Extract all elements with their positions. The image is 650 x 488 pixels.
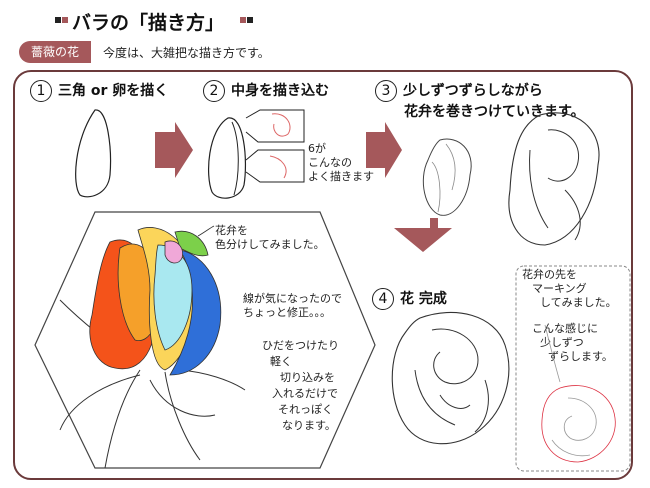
rose-sketch-detail <box>529 129 581 241</box>
step-4-label: 4 花 完成 <box>372 288 447 310</box>
bud-outline <box>207 117 247 199</box>
marking-box <box>515 265 631 472</box>
note-shift: こんな感じに 少しずつ ずらします。 <box>532 322 613 364</box>
step-number: 2 <box>203 80 225 102</box>
step-text: 三角 or 卵を描く <box>58 83 169 99</box>
note-line: ちょっと修正。。。 <box>243 306 331 319</box>
bud-inner-line <box>231 121 239 196</box>
note-colored: 花弁を 色分けしてみました。 <box>215 224 325 252</box>
note-line: 軽く <box>270 355 292 368</box>
note-shade: ひだをつけたり 軽く 切り込みを 入れるだけで それっぽく なります。 <box>262 338 339 434</box>
zoom-callout <box>245 149 305 183</box>
egg-outline <box>75 109 112 198</box>
step-number: 3 <box>375 80 397 102</box>
note-line: 入れるだけで <box>272 387 338 400</box>
note-line: こんなの <box>308 156 352 169</box>
bud-sketch-detail <box>431 143 456 213</box>
pointer-line <box>544 324 561 383</box>
finished-rose-detail <box>414 328 489 433</box>
step-number: 4 <box>372 288 394 310</box>
step-3-label: 3 少しずつずらしながら <box>375 80 543 102</box>
petal-green <box>174 230 209 257</box>
note-line: 線が気になったので <box>243 292 342 305</box>
title-deco-square <box>55 17 61 23</box>
step-2-label: 2 中身を描き込む <box>203 80 329 102</box>
leaf <box>59 374 216 431</box>
section-subtitle: 今度は、大雑把な描き方です。 <box>103 46 270 60</box>
note-line: マーキング <box>532 282 587 295</box>
finished-rose <box>391 311 510 445</box>
title-deco-square <box>247 17 253 23</box>
step-number: 1 <box>30 80 52 102</box>
note-fix: 線が気になったので ちょっと修正。。。 <box>243 292 342 320</box>
step-text: 花 完成 <box>400 291 447 307</box>
arrow-right-icon <box>366 122 402 178</box>
note-line: なります。 <box>282 419 336 432</box>
arrow-right-icon <box>155 122 193 178</box>
note-step2: 6が こんなの よく描きます <box>308 142 374 184</box>
note-line: してみました。 <box>540 296 617 309</box>
zoom-sketch <box>269 155 287 179</box>
zoom-callout <box>245 109 305 143</box>
step-1-label: 1 三角 or 卵を描く <box>30 80 168 102</box>
petal-pink <box>164 240 183 264</box>
pointer-line <box>197 225 215 237</box>
stem <box>104 369 201 469</box>
title-text: バラの「描き方」 <box>72 12 225 34</box>
petal-cyan <box>153 244 193 351</box>
note-line: 色分けしてみました。 <box>215 238 325 251</box>
note-marking: 花弁の先を マーキング してみました。 <box>522 268 617 310</box>
note-line: よく描きます <box>308 170 374 183</box>
section-tag: 薔薇の花 <box>19 41 91 63</box>
title-deco-square <box>62 17 68 23</box>
bud-sketch <box>422 138 472 216</box>
step-text: 中身を描き込む <box>231 83 329 99</box>
arrow-down-icon <box>394 218 452 252</box>
rose-sketch <box>508 112 600 246</box>
step-text: 少しずつずらしながら <box>403 83 543 99</box>
page-title: バラの「描き方」 <box>0 4 650 34</box>
hexagon-frame <box>34 211 376 469</box>
note-line: 切り込みを <box>280 371 335 384</box>
note-line: こんな感じに <box>532 322 598 335</box>
note-line: 少しずつ <box>540 336 584 349</box>
note-line: ひだをつけたり <box>262 339 339 352</box>
zoom-sketch <box>271 113 291 137</box>
step-3-label-line2: 花弁を巻きつけていきます。 <box>404 104 585 120</box>
note-line: ずらします。 <box>548 350 613 363</box>
note-line: 6が <box>308 142 326 155</box>
title-deco-square <box>240 17 246 23</box>
note-line: 花弁の先を <box>522 268 577 281</box>
note-line: それっぽく <box>278 403 333 416</box>
content-frame <box>13 70 633 480</box>
marked-rose-detail <box>551 397 597 457</box>
marked-rose <box>541 385 616 463</box>
note-line: 花弁を <box>215 224 248 237</box>
